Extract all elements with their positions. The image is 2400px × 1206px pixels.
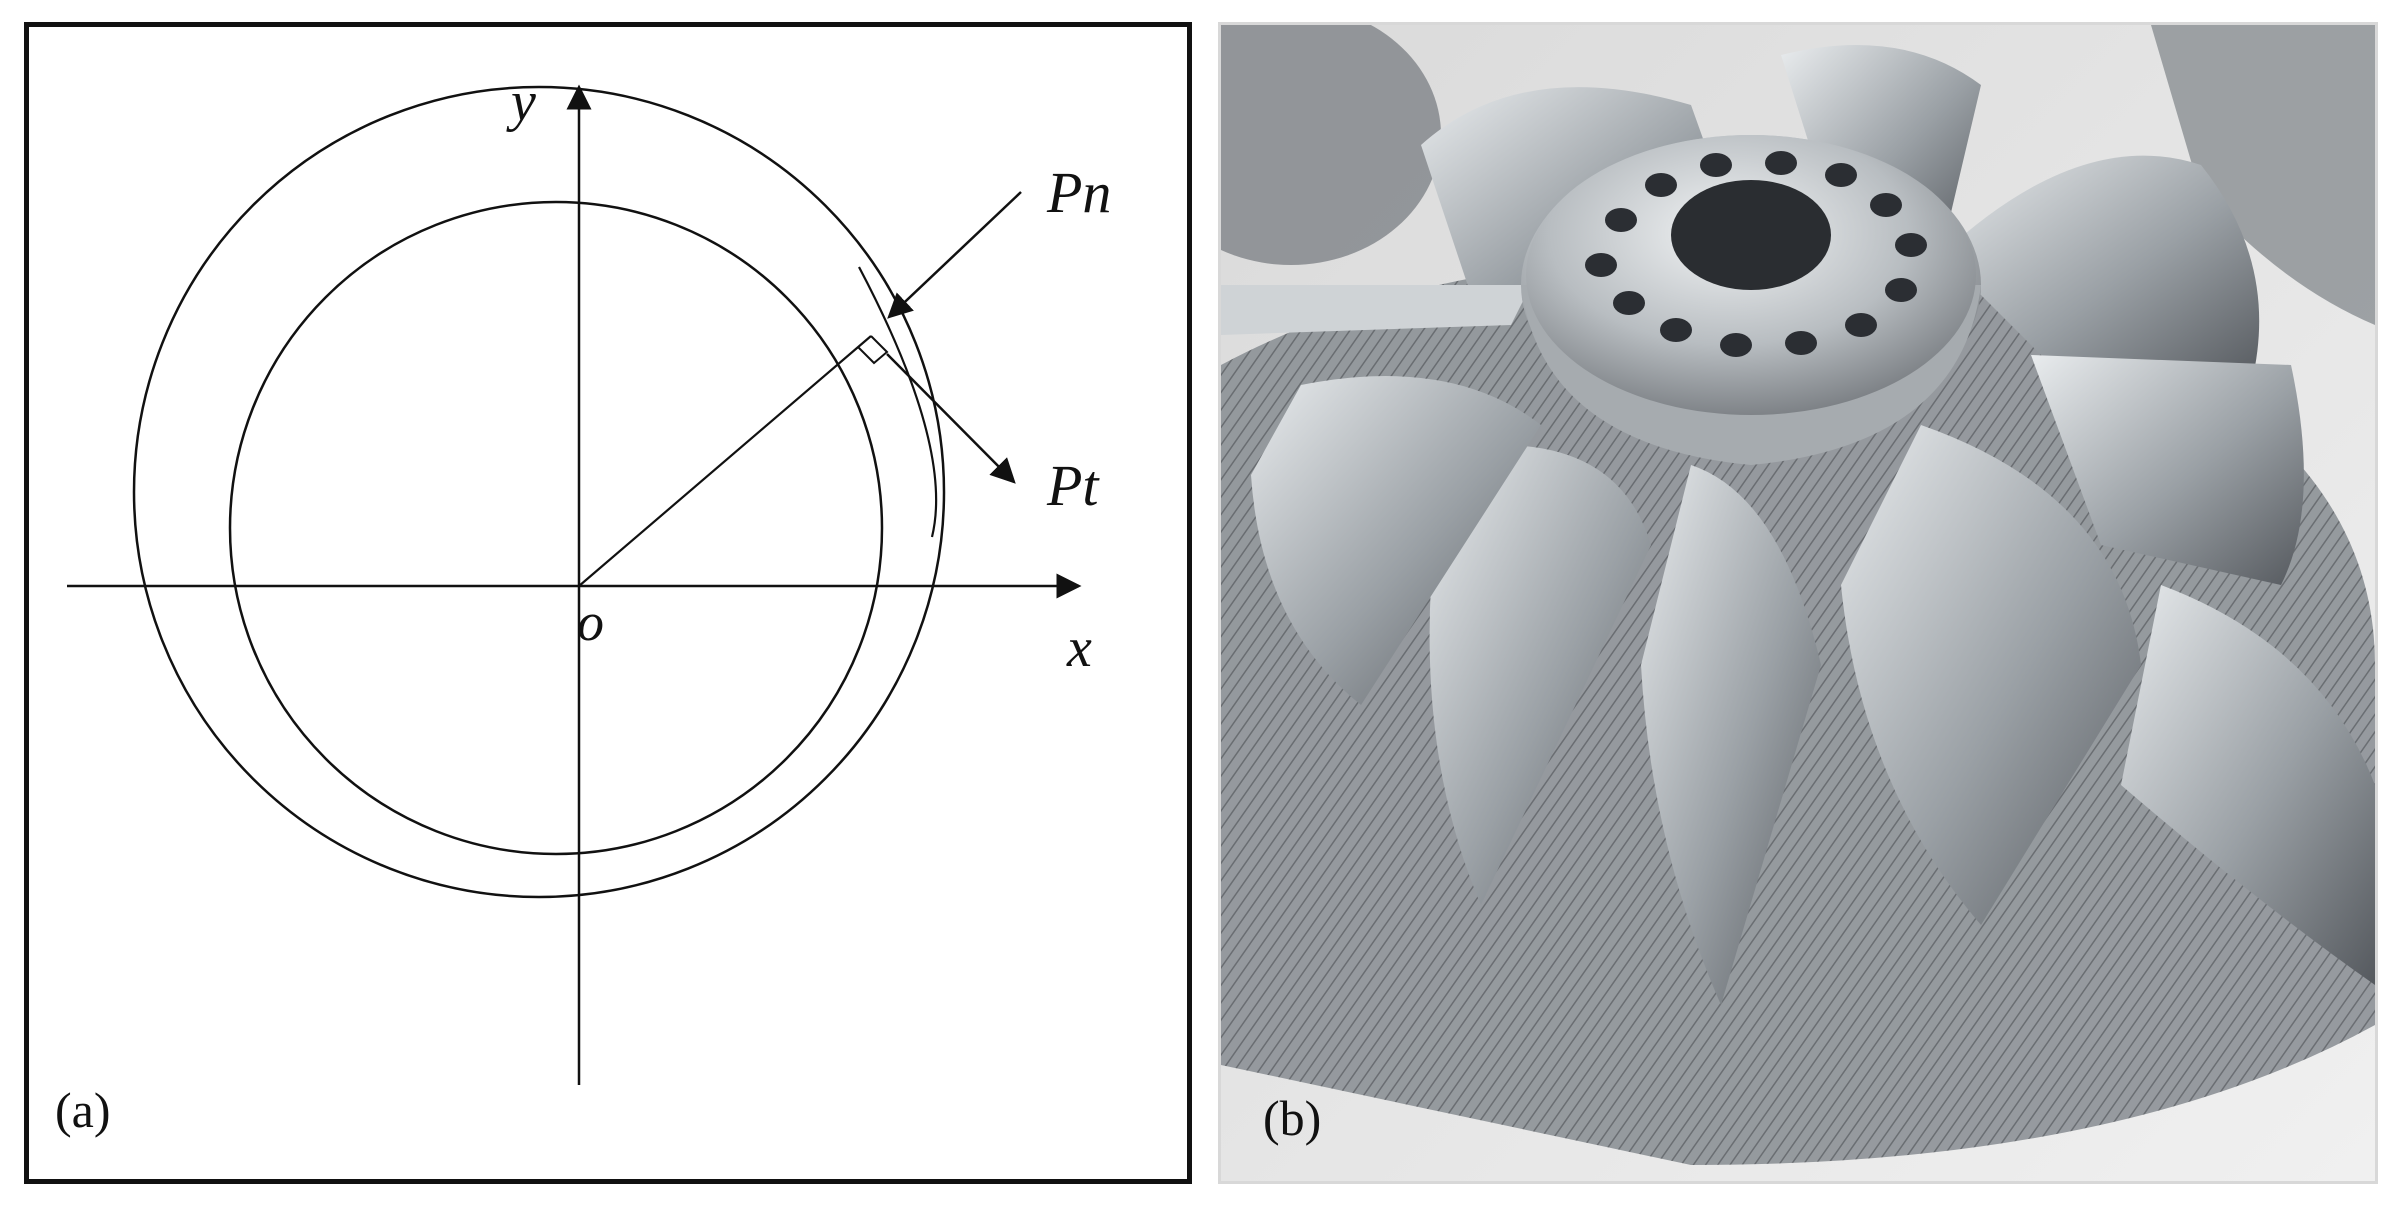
contact-arc <box>858 266 938 538</box>
normal-force-label: Pn <box>1046 160 1111 225</box>
radius-line <box>578 335 872 587</box>
impeller-photo-panel: (b) <box>1218 22 2378 1184</box>
panel-b-tag: (b) <box>1263 1090 1321 1146</box>
impeller-photo: (b) <box>1221 25 2375 1181</box>
tangential-force-label: Pt <box>1046 453 1100 518</box>
origin-label: o <box>577 592 604 652</box>
inner-circle <box>228 200 884 856</box>
diagram-panel-a: y x o Pn Pt (a) <box>24 22 1192 1184</box>
panel-a-tag: (a) <box>55 1082 111 1138</box>
diagram-canvas: y x o Pn Pt (a) <box>55 71 1111 1138</box>
right-angle-marker <box>857 335 889 365</box>
y-axis-label: y <box>506 71 536 133</box>
outer-circle <box>132 85 946 899</box>
normal-force-arrow <box>887 191 1022 319</box>
tangential-force-arrow <box>886 353 1016 484</box>
x-axis-label: x <box>1066 617 1092 679</box>
